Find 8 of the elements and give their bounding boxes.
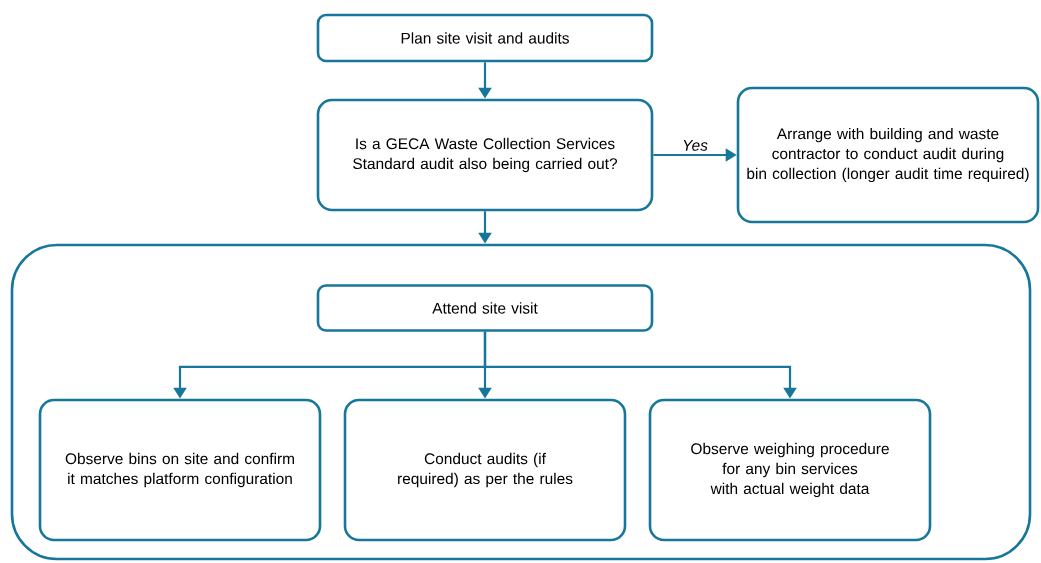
process-box: Observe bins on site and confirm it matches platform configuration [38,398,322,542]
process-box: Attend site visit [316,284,654,332]
process-box: Conduct audits (if required) as per the rules [343,398,627,542]
process-box: Observe weighing procedure for any bin services with actual weight data [648,398,932,542]
process-box: Arrange with building and waste contractor to conduct audit during bin collection (longer audit time required) [736,86,1040,224]
decision-box: Is a GECA Waste Collection Services Standard audit also being carried out? [316,98,654,212]
process-box: Plan site visit and audits [316,13,654,63]
edge-label: Yes [681,139,709,152]
